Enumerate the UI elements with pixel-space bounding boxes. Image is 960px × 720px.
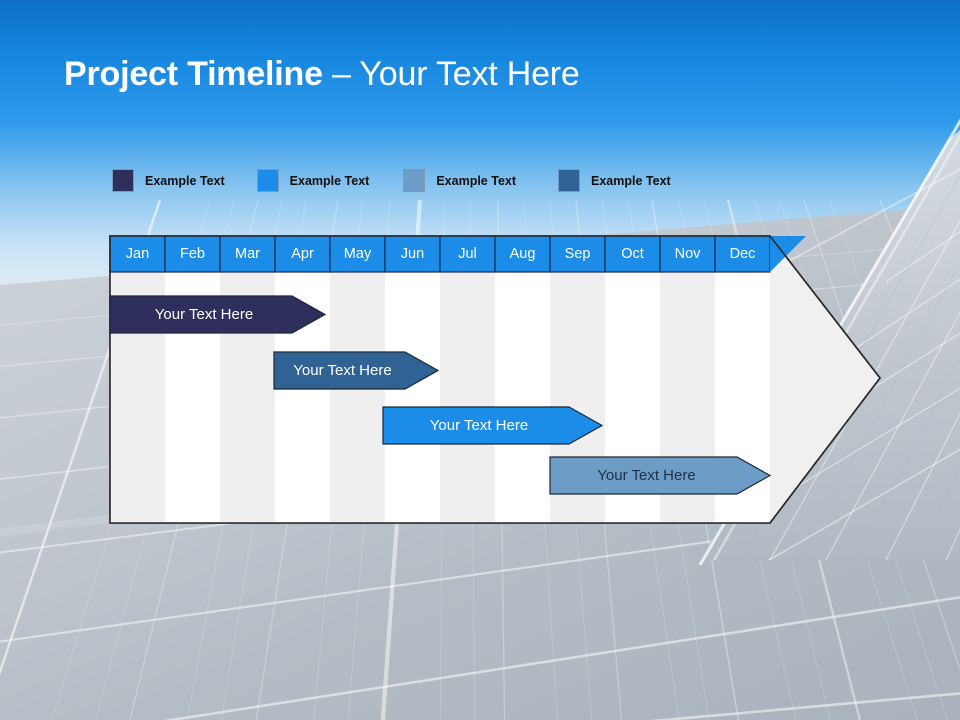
legend-item[interactable]: Example Text [558, 169, 671, 192]
legend-item[interactable]: Example Text [403, 169, 516, 192]
month-header-cell[interactable] [219, 235, 276, 273]
page-title-light: – Your Text Here [322, 55, 580, 93]
legend-swatch-icon [112, 169, 134, 192]
month-header-cell[interactable] [274, 235, 331, 273]
legend-label: Example Text [145, 173, 225, 188]
month-header-cell[interactable] [714, 235, 771, 273]
timeline-task-bar[interactable] [549, 456, 772, 495]
timeline-task-bar[interactable] [109, 295, 327, 334]
legend-label: Example Text [289, 173, 370, 188]
legend-swatch-icon [558, 169, 581, 192]
timeline-task-bar[interactable] [273, 351, 440, 390]
legend-swatch-icon [403, 169, 426, 192]
month-header-cell[interactable] [549, 235, 606, 273]
month-header-cell[interactable] [329, 235, 386, 273]
timeline-column-band [385, 272, 440, 523]
month-header-cell[interactable] [439, 235, 496, 273]
month-header-cell[interactable] [164, 235, 221, 273]
header-arrow-shoulder [770, 236, 806, 272]
month-header-cell[interactable] [384, 235, 441, 273]
month-header-cell[interactable] [109, 235, 166, 273]
timeline-column-band [495, 272, 550, 523]
timeline-arrow-outline [109, 235, 882, 524]
legend-label: Example Text [436, 173, 517, 188]
month-header-cell[interactable] [604, 235, 661, 273]
legend-label: Example Text [591, 173, 671, 188]
timeline-task-bar[interactable] [382, 406, 604, 445]
legend-item[interactable]: Example Text [256, 169, 370, 192]
month-header-cell[interactable] [659, 235, 716, 273]
legend-swatch-icon [256, 169, 279, 192]
page-title-strong: Project Timeline [64, 55, 323, 93]
month-header-cell[interactable] [494, 235, 551, 273]
timeline-column-band [440, 272, 495, 523]
legend-item[interactable]: Example Text [112, 169, 225, 192]
page-title: Project Timeline – Your Text Here [64, 54, 580, 94]
timeline-column-band [330, 272, 385, 523]
legend: Example Text Example Text Example Text E… [112, 169, 671, 192]
